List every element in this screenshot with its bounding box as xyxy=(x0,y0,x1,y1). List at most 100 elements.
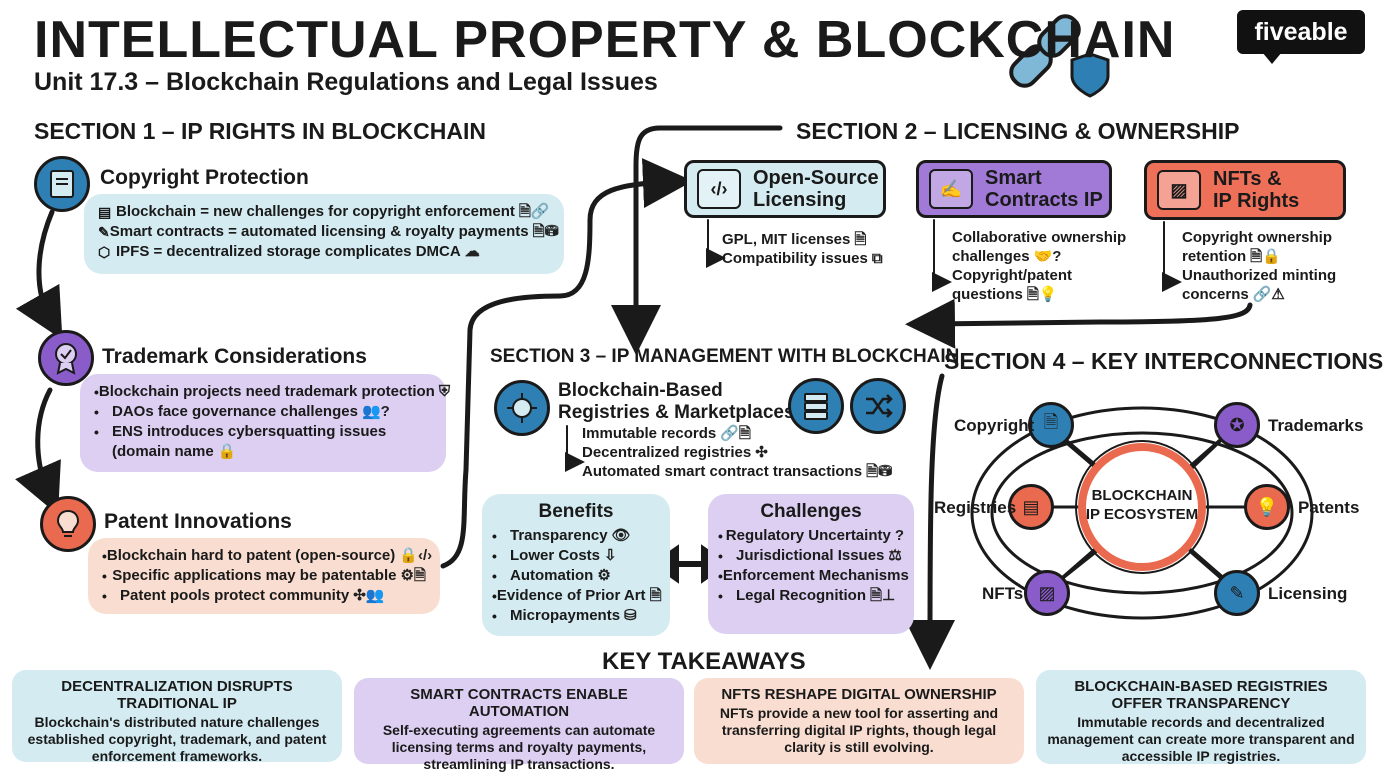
list-item: ⬡IPFS = decentralized storage complicate… xyxy=(98,243,480,260)
takeaway-card-1: DECENTRALIZATION DISRUPTS TRADITIONAL IP… xyxy=(12,670,342,764)
list-item: •Enforcement Mechanisms xyxy=(718,567,909,584)
section4-title: SECTION 4 – KEY INTERCONNECTIONS xyxy=(944,348,1383,374)
benefits-heading: Benefits xyxy=(538,501,614,522)
takeaways-title: KEY TAKEAWAYS xyxy=(602,648,806,675)
ecosystem-diagram xyxy=(970,406,1314,620)
lock-icon: 🔒 xyxy=(217,443,237,460)
contract-icon: ▤ xyxy=(98,204,112,220)
shuffle-icon xyxy=(850,378,906,434)
benefits-box: Benefits •Transparency👁 •Lower Costs⇩ •A… xyxy=(482,494,670,636)
doc-bulb-icon: 🗎💡 xyxy=(1026,286,1058,303)
doc-stamp-icon: 🗎⊥ xyxy=(870,587,896,604)
licensing-node-icon: ✎ xyxy=(1214,570,1260,616)
gavel-icon: ⚖ xyxy=(888,547,902,564)
doc-icon: 🗎 xyxy=(854,231,867,248)
list-item: •Specific applications may be patentable… xyxy=(102,567,426,584)
open-source-list: GPL, MIT licenses🗎 Compatibility issues⧉ xyxy=(722,231,883,267)
trademarks-node-icon: ✪ xyxy=(1214,402,1260,448)
list-item: •Legal Recognition🗎⊥ xyxy=(718,587,896,604)
list-item: •Evidence of Prior Art🗎 xyxy=(492,587,662,604)
eye-icon: 👁 xyxy=(611,527,631,544)
nfts-node-icon: ▨ xyxy=(1024,570,1070,616)
ecosystem-center-label: BLOCKCHAIN IP ECOSYSTEM xyxy=(1085,487,1199,523)
question-icon: ? xyxy=(894,527,904,544)
list-item: •DAOs face governance challenges👥? xyxy=(94,403,390,420)
list-item: •Jurisdictional Issues⚖ xyxy=(718,547,902,564)
book-icon xyxy=(34,156,90,212)
list-item: •Blockchain hard to patent (open-source)… xyxy=(102,547,433,564)
gear-icon: ⚙ xyxy=(597,567,611,584)
list-item: •Blockchain projects need trademark prot… xyxy=(94,383,451,400)
list-item: •Patent pools protect community✣👥 xyxy=(102,587,385,604)
doc-link-icon: 🗎🔗 xyxy=(518,203,550,220)
section1-title: SECTION 1 – IP RIGHTS IN BLOCKCHAIN xyxy=(34,118,486,144)
down-arrow-icon: ⇩ xyxy=(604,547,617,564)
lightbulb-icon xyxy=(40,496,96,552)
gear-doc-icon: ⚙🗎 xyxy=(400,567,426,584)
fiveable-logo[interactable]: fiveable xyxy=(1237,10,1365,54)
puzzle-icon: ⧉ xyxy=(871,250,883,267)
takeaway-card-3: NFTS RESHAPE DIGITAL OWNERSHIP NFTs prov… xyxy=(694,678,1024,764)
doc-coins-icon: 🗎⛁ xyxy=(866,463,893,480)
image-icon: ▨ xyxy=(1157,170,1201,210)
copyright-heading: Copyright Protection xyxy=(100,166,309,189)
doc-search-icon: 🗎 xyxy=(649,587,662,604)
link-doc-icon: 🔗🗎 xyxy=(720,425,751,442)
trademark-box: •Blockchain projects need trademark prot… xyxy=(80,374,451,472)
lock-code-icon: 🔒‹/› xyxy=(399,547,433,564)
handshake-question-icon: 🤝? xyxy=(1033,248,1062,265)
list-item: (domain name🔒 xyxy=(112,443,237,460)
list-item: •ENS introduces cybersquatting issues xyxy=(94,423,387,440)
registries-node-icon: ▤ xyxy=(1008,484,1054,530)
registries-heading: Blockchain-Based Registries & Marketplac… xyxy=(558,380,795,423)
list-item: •Automation⚙ xyxy=(492,567,611,584)
doc-lock-icon: 🗎🔒 xyxy=(1250,248,1281,265)
globe-network-icon xyxy=(494,380,550,436)
patent-heading: Patent Innovations xyxy=(104,510,292,533)
nfts-card: ▨ NFTs & IP Rights xyxy=(1144,160,1346,220)
node-label-trademarks: Trademarks xyxy=(1268,416,1364,435)
node-label-registries: Registries xyxy=(934,498,1017,517)
list-item: ▤Blockchain = new challenges for copyrig… xyxy=(98,203,550,220)
people-question-icon: 👥? xyxy=(361,403,390,420)
link-warning-icon: 🔗⚠ xyxy=(1252,286,1285,303)
list-item: •Lower Costs⇩ xyxy=(492,547,617,564)
challenges-box: Challenges •Regulatory Uncertainty? •Jur… xyxy=(708,494,914,634)
logo-tail xyxy=(1262,52,1282,64)
doc-coins-icon: 🗎⛁ xyxy=(532,223,559,240)
takeaway-card-4: BLOCKCHAIN-BASED REGISTRIES OFFER TRANSP… xyxy=(1036,670,1366,764)
code-window-icon: ‹/› xyxy=(697,169,741,209)
patent-box: •Blockchain hard to patent (open-source)… xyxy=(88,538,440,614)
challenges-heading: Challenges xyxy=(760,501,862,522)
shield-icon: ⛨ xyxy=(438,383,451,400)
network-people-icon: ✣👥 xyxy=(353,587,385,604)
trademark-heading: Trademark Considerations xyxy=(102,345,367,368)
registries-list: Immutable records🔗🗎 Decentralized regist… xyxy=(582,425,893,480)
cloud-icon: ☁ xyxy=(464,243,480,260)
node-label-nfts: NFTs xyxy=(982,584,1024,603)
copyright-node-icon: 🗎 xyxy=(1028,402,1074,448)
copyright-box: ▤Blockchain = new challenges for copyrig… xyxy=(84,194,564,274)
list-item: •Micropayments⛁ xyxy=(492,607,637,624)
page-subtitle: Unit 17.3 – Blockchain Regulations and L… xyxy=(34,68,658,96)
nfts-list: Copyright ownership retention🗎🔒 Unauthor… xyxy=(1182,229,1337,303)
node-label-licensing: Licensing xyxy=(1268,584,1348,603)
node-label-patents: Patents xyxy=(1298,498,1360,517)
server-icon xyxy=(788,378,844,434)
page-title: INTELLECTUAL PROPERTY & BLOCKCHAIN xyxy=(34,11,1176,69)
list-item: •Regulatory Uncertainty? xyxy=(718,527,904,544)
list-item: •Transparency👁 xyxy=(492,527,631,544)
list-item: ✎Smart contracts = automated licensing &… xyxy=(98,223,559,240)
coins-icon: ⛁ xyxy=(624,607,637,624)
open-source-card: ‹/› Open-Source Licensing xyxy=(684,160,886,218)
smart-contracts-card: ✍ Smart Contracts IP xyxy=(916,160,1112,218)
patents-node-icon: 💡 xyxy=(1244,484,1290,530)
takeaway-card-2: SMART CONTRACTS ENABLE AUTOMATION Self-e… xyxy=(354,678,684,772)
contract-sign-icon: ✍ xyxy=(929,169,973,209)
node-label-copyright: Copyright xyxy=(954,416,1035,435)
cube-icon: ⬡ xyxy=(98,244,111,260)
network-icon: ✣ xyxy=(755,444,768,461)
award-badge-icon xyxy=(38,330,94,386)
smart-contracts-list: Collaborative ownership challenges🤝? Cop… xyxy=(952,229,1127,303)
section3-title: SECTION 3 – IP MANAGEMENT WITH BLOCKCHAI… xyxy=(490,346,960,367)
